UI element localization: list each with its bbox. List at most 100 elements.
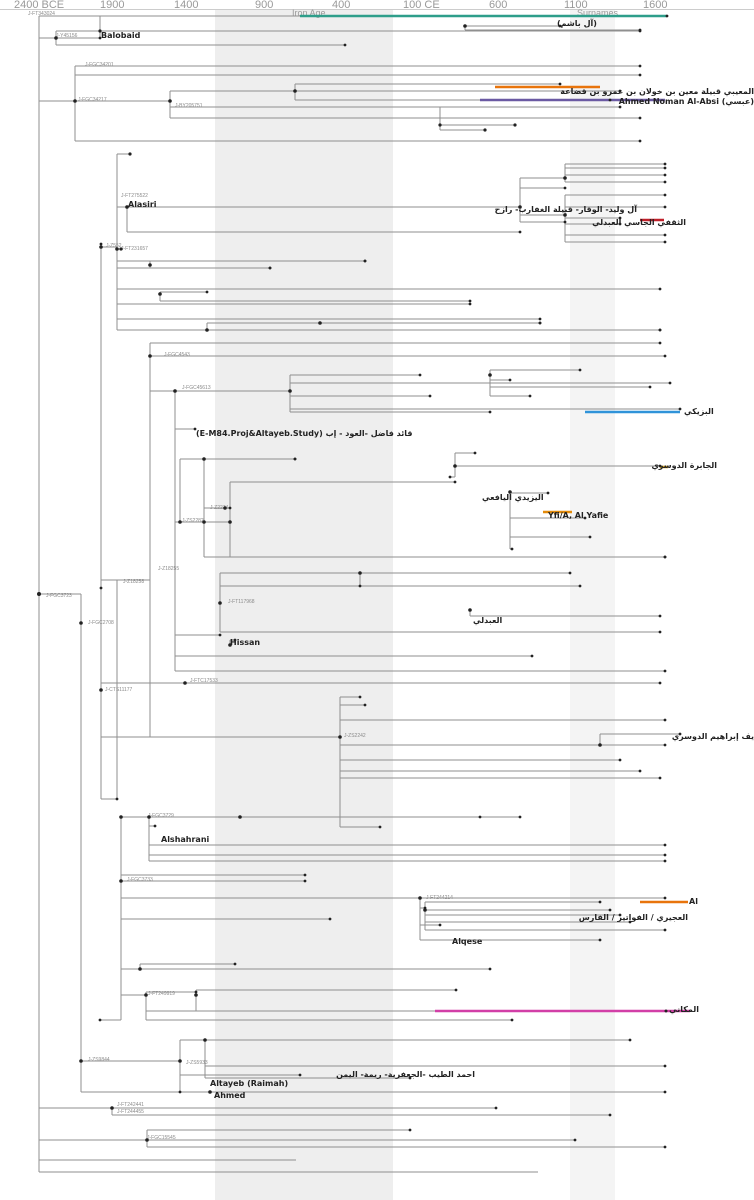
tree-node[interactable] (202, 520, 206, 524)
tree-node[interactable] (79, 621, 83, 625)
tree-node[interactable] (663, 180, 667, 184)
tree-node[interactable] (628, 920, 632, 924)
tree-node[interactable] (473, 451, 477, 455)
tree-node[interactable] (454, 988, 458, 992)
tree-node[interactable] (668, 381, 672, 385)
tree-node[interactable] (483, 128, 487, 132)
tree-node[interactable] (663, 354, 667, 358)
tree-node[interactable] (338, 735, 342, 739)
tree-node[interactable] (115, 797, 119, 801)
tree-node[interactable] (563, 186, 567, 190)
tree-node[interactable] (303, 879, 307, 883)
tree-node[interactable] (423, 908, 427, 912)
tree-node[interactable] (528, 394, 532, 398)
tree-node[interactable] (546, 491, 550, 495)
tree-node[interactable] (298, 1073, 302, 1077)
tree-node[interactable] (418, 896, 422, 900)
tree-node[interactable] (378, 825, 382, 829)
tree-node[interactable] (418, 373, 422, 377)
group-label[interactable]: Ahmed Noman Al-Absi (عبسي) (619, 97, 754, 106)
tree-node[interactable] (79, 1059, 83, 1063)
tree-node[interactable] (663, 853, 667, 857)
group-label[interactable]: (E-M84.Proj&Altayeb.Study) قائد فاضل -ال… (196, 429, 413, 438)
tree-node[interactable] (98, 1018, 102, 1022)
tree-node[interactable] (218, 601, 222, 605)
tree-node[interactable] (293, 89, 297, 93)
tree-node[interactable] (618, 89, 622, 93)
group-label[interactable]: Hissan (230, 638, 260, 647)
tree-node[interactable] (573, 1138, 577, 1142)
group-label[interactable]: اليزيدي اليافعي (482, 493, 544, 502)
tree-node[interactable] (233, 962, 237, 966)
tree-node[interactable] (468, 302, 472, 306)
tree-node[interactable] (488, 410, 492, 414)
tree-node[interactable] (238, 815, 242, 819)
tree-node[interactable] (513, 123, 517, 127)
group-label[interactable]: البزيكي (684, 407, 714, 416)
group-label[interactable]: يف إبراهيم الدوسري (672, 732, 754, 741)
tree-node[interactable] (608, 1113, 612, 1117)
tree-node[interactable] (488, 373, 492, 377)
tree-node[interactable] (178, 1090, 182, 1094)
tree-node[interactable] (638, 769, 642, 773)
tree-node[interactable] (578, 584, 582, 588)
tree-node[interactable] (638, 73, 642, 77)
tree-node[interactable] (99, 242, 103, 246)
tree-node[interactable] (663, 1064, 667, 1068)
tree-node[interactable] (288, 389, 292, 393)
group-label[interactable]: آل وليد- الوقار- قبيلة الغفارب- رازح (495, 204, 638, 214)
group-label[interactable]: المكاني (669, 1005, 699, 1014)
tree-node[interactable] (138, 967, 142, 971)
group-label[interactable]: Yfi/A, Al Yafie (547, 511, 609, 520)
tree-node[interactable] (463, 24, 467, 28)
group-label[interactable]: المعيبي قبيلة معين بن خولان بن عمرو بن ق… (560, 87, 754, 96)
tree-node[interactable] (663, 843, 667, 847)
tree-node[interactable] (145, 1138, 149, 1142)
tree-node[interactable] (508, 490, 512, 494)
tree-node[interactable] (510, 1018, 514, 1022)
tree-node[interactable] (318, 321, 322, 325)
group-label[interactable]: العبدلي (473, 616, 503, 625)
tree-node[interactable] (618, 216, 622, 220)
tree-node[interactable] (608, 98, 612, 102)
tree-node[interactable] (228, 520, 232, 524)
tree-node[interactable] (658, 630, 662, 634)
tree-node[interactable] (468, 608, 472, 612)
tree-node[interactable] (202, 457, 206, 461)
tree-node[interactable] (233, 638, 237, 642)
tree-node[interactable] (37, 592, 41, 596)
tree-node[interactable] (508, 378, 512, 382)
tree-node[interactable] (358, 695, 362, 699)
tree-node[interactable] (658, 328, 662, 332)
tree-node[interactable] (99, 688, 103, 692)
tree-node[interactable] (664, 1009, 668, 1013)
tree-node[interactable] (453, 464, 457, 468)
tree-node[interactable] (408, 1076, 412, 1080)
tree-node[interactable] (663, 718, 667, 722)
tree-node[interactable] (663, 669, 667, 673)
tree-node[interactable] (194, 993, 198, 997)
group-label[interactable]: Alshahrani (161, 835, 210, 844)
tree-node[interactable] (658, 287, 662, 291)
tree-node[interactable] (663, 240, 667, 244)
tree-node[interactable] (663, 166, 667, 170)
group-label[interactable]: (آل باشم) (557, 18, 597, 28)
tree-node[interactable] (568, 571, 572, 575)
tree-node[interactable] (148, 263, 152, 267)
tree-node[interactable] (193, 427, 197, 431)
tree-node[interactable] (518, 230, 522, 234)
tree-node[interactable] (598, 900, 602, 904)
tree-node[interactable] (448, 475, 452, 479)
tree-node[interactable] (618, 758, 622, 762)
tree-node[interactable] (648, 385, 652, 389)
tree-node[interactable] (54, 36, 58, 40)
tree-node[interactable] (518, 205, 522, 209)
tree-node[interactable] (638, 116, 642, 120)
tree-node[interactable] (363, 259, 367, 263)
tree-node[interactable] (438, 923, 442, 927)
tree-node[interactable] (663, 205, 667, 209)
tree-node[interactable] (558, 24, 562, 28)
tree-node[interactable] (658, 776, 662, 780)
tree-node[interactable] (608, 908, 612, 912)
tree-node[interactable] (363, 703, 367, 707)
